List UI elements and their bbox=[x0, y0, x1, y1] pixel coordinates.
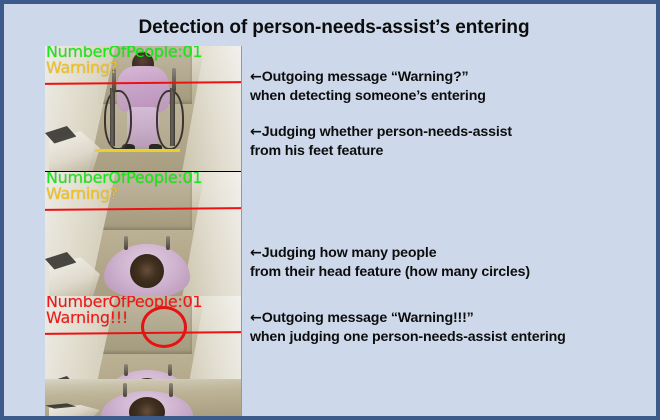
wheelchair-handle-left-2 bbox=[123, 236, 128, 250]
floor-objects bbox=[48, 404, 100, 416]
wheelchair-wheel-left bbox=[104, 90, 132, 150]
person-head-top-4 bbox=[128, 397, 165, 416]
osd-warning-1: Warning? bbox=[46, 58, 118, 78]
annotation-text: Outgoing message “Warning?” bbox=[261, 69, 469, 85]
left-arrow-icon: ← bbox=[250, 245, 262, 261]
wheelchair-frame-right bbox=[170, 88, 175, 146]
annotation-line-2: when judging one person-needs-assist ent… bbox=[250, 329, 566, 345]
person-overhead-4 bbox=[100, 383, 193, 416]
osd-warning-3: Warning!!! bbox=[46, 308, 129, 328]
feet-feature-marker bbox=[95, 149, 180, 152]
left-arrow-icon: ← bbox=[250, 69, 262, 85]
wheelchair-handle-left bbox=[112, 68, 116, 92]
annotation-text: Judging whether person-needs-assist bbox=[261, 124, 512, 140]
osd-overlay-1: NumberOfPeople:01 Warning? bbox=[46, 46, 203, 78]
wheelchair-handle-right bbox=[172, 68, 176, 92]
annotation-text: Outgoing message “Warning!!!” bbox=[261, 310, 474, 326]
page-title: Detection of person-needs-assist’s enter… bbox=[138, 17, 530, 38]
annotation-line-1: ←Outgoing message “Warning!!!” bbox=[250, 309, 566, 328]
person-overhead-2 bbox=[103, 236, 190, 297]
person-in-wheelchair bbox=[104, 52, 184, 164]
wheelchair-handle-right-2 bbox=[165, 236, 170, 250]
annotation-line-2: when detecting someone’s entering bbox=[250, 88, 486, 104]
head-feature-circle bbox=[141, 306, 187, 348]
annotation-line-1: ←Judging how many people bbox=[250, 244, 530, 263]
annotation-line-2: from his feet feature bbox=[250, 143, 384, 159]
annotation-line-2: from their head feature (how many circle… bbox=[250, 264, 530, 280]
person-head-top-2 bbox=[129, 254, 164, 288]
wheelchair-handle-left-3 bbox=[123, 364, 128, 376]
osd-warning-2: Warning? bbox=[46, 184, 118, 204]
osd-overlay-2: NumberOfPeople:01 Warning? bbox=[46, 172, 203, 204]
person-legs bbox=[127, 107, 159, 147]
annotation-outgoing-warning-exclaim: ←Outgoing message “Warning!!!” when judg… bbox=[250, 309, 566, 347]
osd-people-count-1: NumberOfPeople:01 bbox=[46, 46, 203, 61]
wheelchair-handle-left-4 bbox=[122, 383, 127, 397]
annotation-line-1: ←Outgoing message “Warning?” bbox=[250, 68, 486, 87]
left-arrow-icon: ← bbox=[250, 310, 262, 326]
left-arrow-icon: ← bbox=[250, 124, 262, 140]
annotation-text: Judging how many people bbox=[261, 245, 437, 261]
video-frame-4 bbox=[45, 379, 241, 416]
person-shoe-left bbox=[122, 144, 135, 152]
osd-people-count-2: NumberOfPeople:01 bbox=[46, 172, 203, 187]
room-background bbox=[45, 172, 241, 297]
wheelchair-handle-right-4 bbox=[168, 383, 173, 397]
surveillance-video-filmstrip: NumberOfPeople:01 Warning? bbox=[45, 46, 242, 416]
annotation-judging-person-needs-assist: ←Judging whether person-needs-assist fro… bbox=[250, 123, 512, 161]
floor-objects-dark bbox=[45, 403, 77, 409]
wheelchair-frame-left bbox=[110, 88, 115, 146]
wheelchair-handle-right-3 bbox=[167, 364, 172, 376]
annotation-line-1: ←Judging whether person-needs-assist bbox=[250, 123, 512, 142]
video-frame-2: NumberOfPeople:01 Warning? bbox=[45, 172, 241, 297]
annotation-outgoing-warning-question: ←Outgoing message “Warning?” when detect… bbox=[250, 68, 486, 106]
video-frame-1: NumberOfPeople:01 Warning? bbox=[45, 46, 241, 171]
annotation-judging-how-many-people: ←Judging how many people from their head… bbox=[250, 244, 530, 282]
person-shoe-right bbox=[149, 144, 162, 152]
doorway bbox=[97, 172, 192, 230]
